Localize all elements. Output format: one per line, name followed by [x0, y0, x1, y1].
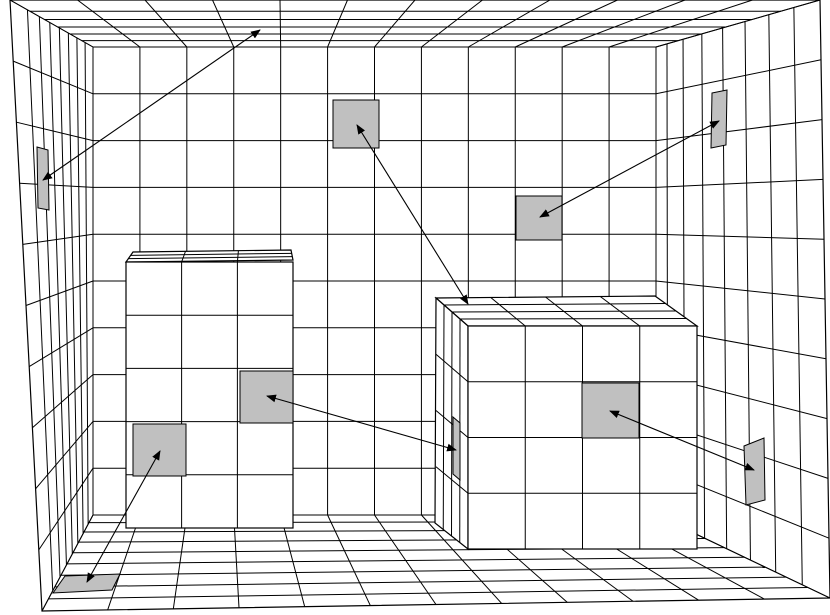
- floor-patch: [53, 574, 120, 593]
- left-wall-grid-line: [20, 183, 93, 187]
- tall-box-patch-left: [133, 424, 186, 476]
- left-wall-patch: [37, 147, 49, 210]
- left-wall-grid-line: [26, 281, 93, 306]
- cube-front-patch: [582, 383, 639, 438]
- left-wall-grid-line: [32, 375, 93, 428]
- ceiling-grid-line: [145, 0, 187, 47]
- floor-grid-line: [328, 515, 371, 606]
- floor-grid-line: [375, 515, 437, 605]
- right-wall-grid-line: [656, 281, 825, 299]
- left-wall-grid-line: [16, 122, 93, 140]
- floor-grid-line: [108, 515, 140, 610]
- right-wall-grid-line: [656, 120, 822, 141]
- cube-side-patch: [453, 417, 460, 480]
- left-wall-grid-line: [29, 328, 93, 367]
- ceiling: [10, 0, 820, 47]
- left-wall-grid-line: [59, 28, 72, 554]
- floor-grid-line: [55, 577, 787, 587]
- floor: [42, 515, 830, 611]
- right-wall-grid-line: [656, 60, 821, 94]
- floor-grid-line: [234, 515, 239, 608]
- right-wall-grid-line: [656, 234, 824, 239]
- ceiling-grid-line: [421, 0, 482, 47]
- floor-grid-line: [61, 567, 765, 575]
- left-wall-grid-line: [23, 234, 93, 244]
- tall-box: [126, 250, 293, 528]
- floor-grid-line: [281, 515, 305, 607]
- ceiling-grid-line: [78, 0, 140, 47]
- ceiling-grid-line: [515, 0, 617, 47]
- left-wall: [10, 0, 93, 611]
- floor-grid-line: [67, 557, 744, 564]
- ceiling-grid-line: [468, 0, 550, 47]
- left-wall-grid-line: [77, 38, 83, 534]
- left-wall-grid-line: [36, 421, 93, 488]
- ceiling-grid-line: [328, 0, 348, 47]
- left-wall-grid-line: [10, 0, 93, 47]
- floor-grid-line: [173, 515, 187, 609]
- ceiling-grid-line: [213, 0, 234, 47]
- ceiling-grid-line: [562, 0, 685, 47]
- left-wall-grid-line: [27, 10, 52, 591]
- tall-box-patch-right: [240, 371, 293, 423]
- right-wall-grid-line: [656, 179, 823, 187]
- left-wall-grid-line: [50, 23, 67, 565]
- cube: [435, 296, 697, 549]
- back-wall-patch-upper: [333, 100, 379, 148]
- right-wall-patch-upper: [711, 90, 727, 148]
- back-wall-patch-right: [516, 196, 562, 240]
- ceiling-grid-line: [280, 0, 281, 47]
- left-wall-grid-line: [13, 61, 93, 94]
- tall-box-top: [126, 250, 293, 262]
- ceiling-grid-line: [375, 0, 416, 47]
- cube-top-grid-line: [460, 319, 687, 320]
- left-wall-grid-line: [39, 17, 60, 577]
- right-wall-patch-lower: [744, 438, 765, 505]
